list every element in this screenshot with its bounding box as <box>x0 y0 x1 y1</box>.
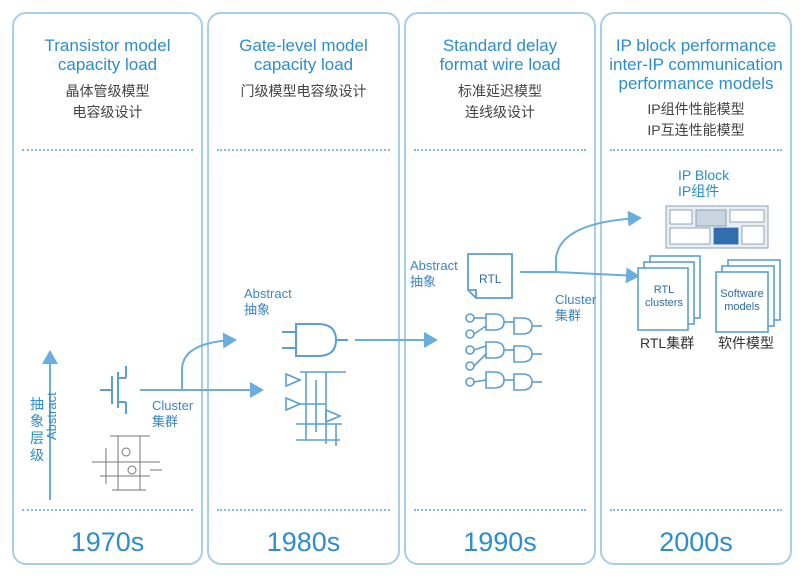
transistor-circuit-icon <box>92 435 162 491</box>
cluster-label-cn: 集群 <box>152 414 179 429</box>
ip-block-chip-icon <box>665 205 769 249</box>
divider-bottom <box>22 509 193 511</box>
rtl-cluster-cn-label: RTL集群 <box>640 335 695 351</box>
divider-bottom <box>217 509 390 511</box>
abstraction-axis-label-cn: 抽象层级 <box>30 396 44 463</box>
abstract-label-en-2: Abstract <box>410 258 458 273</box>
divider-top <box>217 149 390 151</box>
era-label: 1980s <box>266 527 341 557</box>
panel-subtitle: 晶体管级模型电容级设计 <box>65 83 150 120</box>
divider-top <box>22 149 193 151</box>
rtl-clusters-stack-icon <box>637 255 701 331</box>
abstract-label-en: Abstract <box>244 286 292 301</box>
rtl-label: RTL <box>479 272 502 286</box>
cluster-label-en: Cluster <box>152 398 194 413</box>
cluster-label-en-2: Cluster <box>555 292 597 307</box>
cluster-arrow-1 <box>181 332 237 390</box>
abstraction-axis-label-en: Abstract <box>44 392 59 440</box>
and-gate-icon <box>282 323 348 357</box>
rtl-document-icon <box>467 253 513 299</box>
divider-bottom <box>414 509 586 511</box>
era-label: 1990s <box>463 527 537 557</box>
gate-circuit-icon <box>285 371 346 446</box>
software-model-cn-label: 软件模型 <box>718 335 774 351</box>
era-label: 2000s <box>659 527 733 557</box>
ip-block-label-en: IP Block <box>678 167 730 183</box>
panel-subtitle: 门级模型电容级设计 <box>240 83 367 99</box>
panel-subtitle: 标准延迟模型连线级设计 <box>458 83 542 120</box>
transistor-icon <box>100 366 127 414</box>
software-models-stack-icon <box>715 259 781 333</box>
era-label: 1970s <box>70 527 145 557</box>
divider-bottom <box>610 509 782 511</box>
abstract-arrow-2 <box>555 267 640 284</box>
abstract-label-cn-2: 抽象 <box>410 274 437 289</box>
cluster-label-cn-2: 集群 <box>555 308 582 323</box>
divider-top <box>610 149 782 151</box>
ip-block-label-cn: IP组件 <box>678 183 720 199</box>
abstract-label-cn: 抽象 <box>244 302 271 317</box>
divider-top <box>414 149 586 151</box>
cluster-arrow-2 <box>520 210 642 273</box>
gate-network-icon <box>465 313 542 391</box>
